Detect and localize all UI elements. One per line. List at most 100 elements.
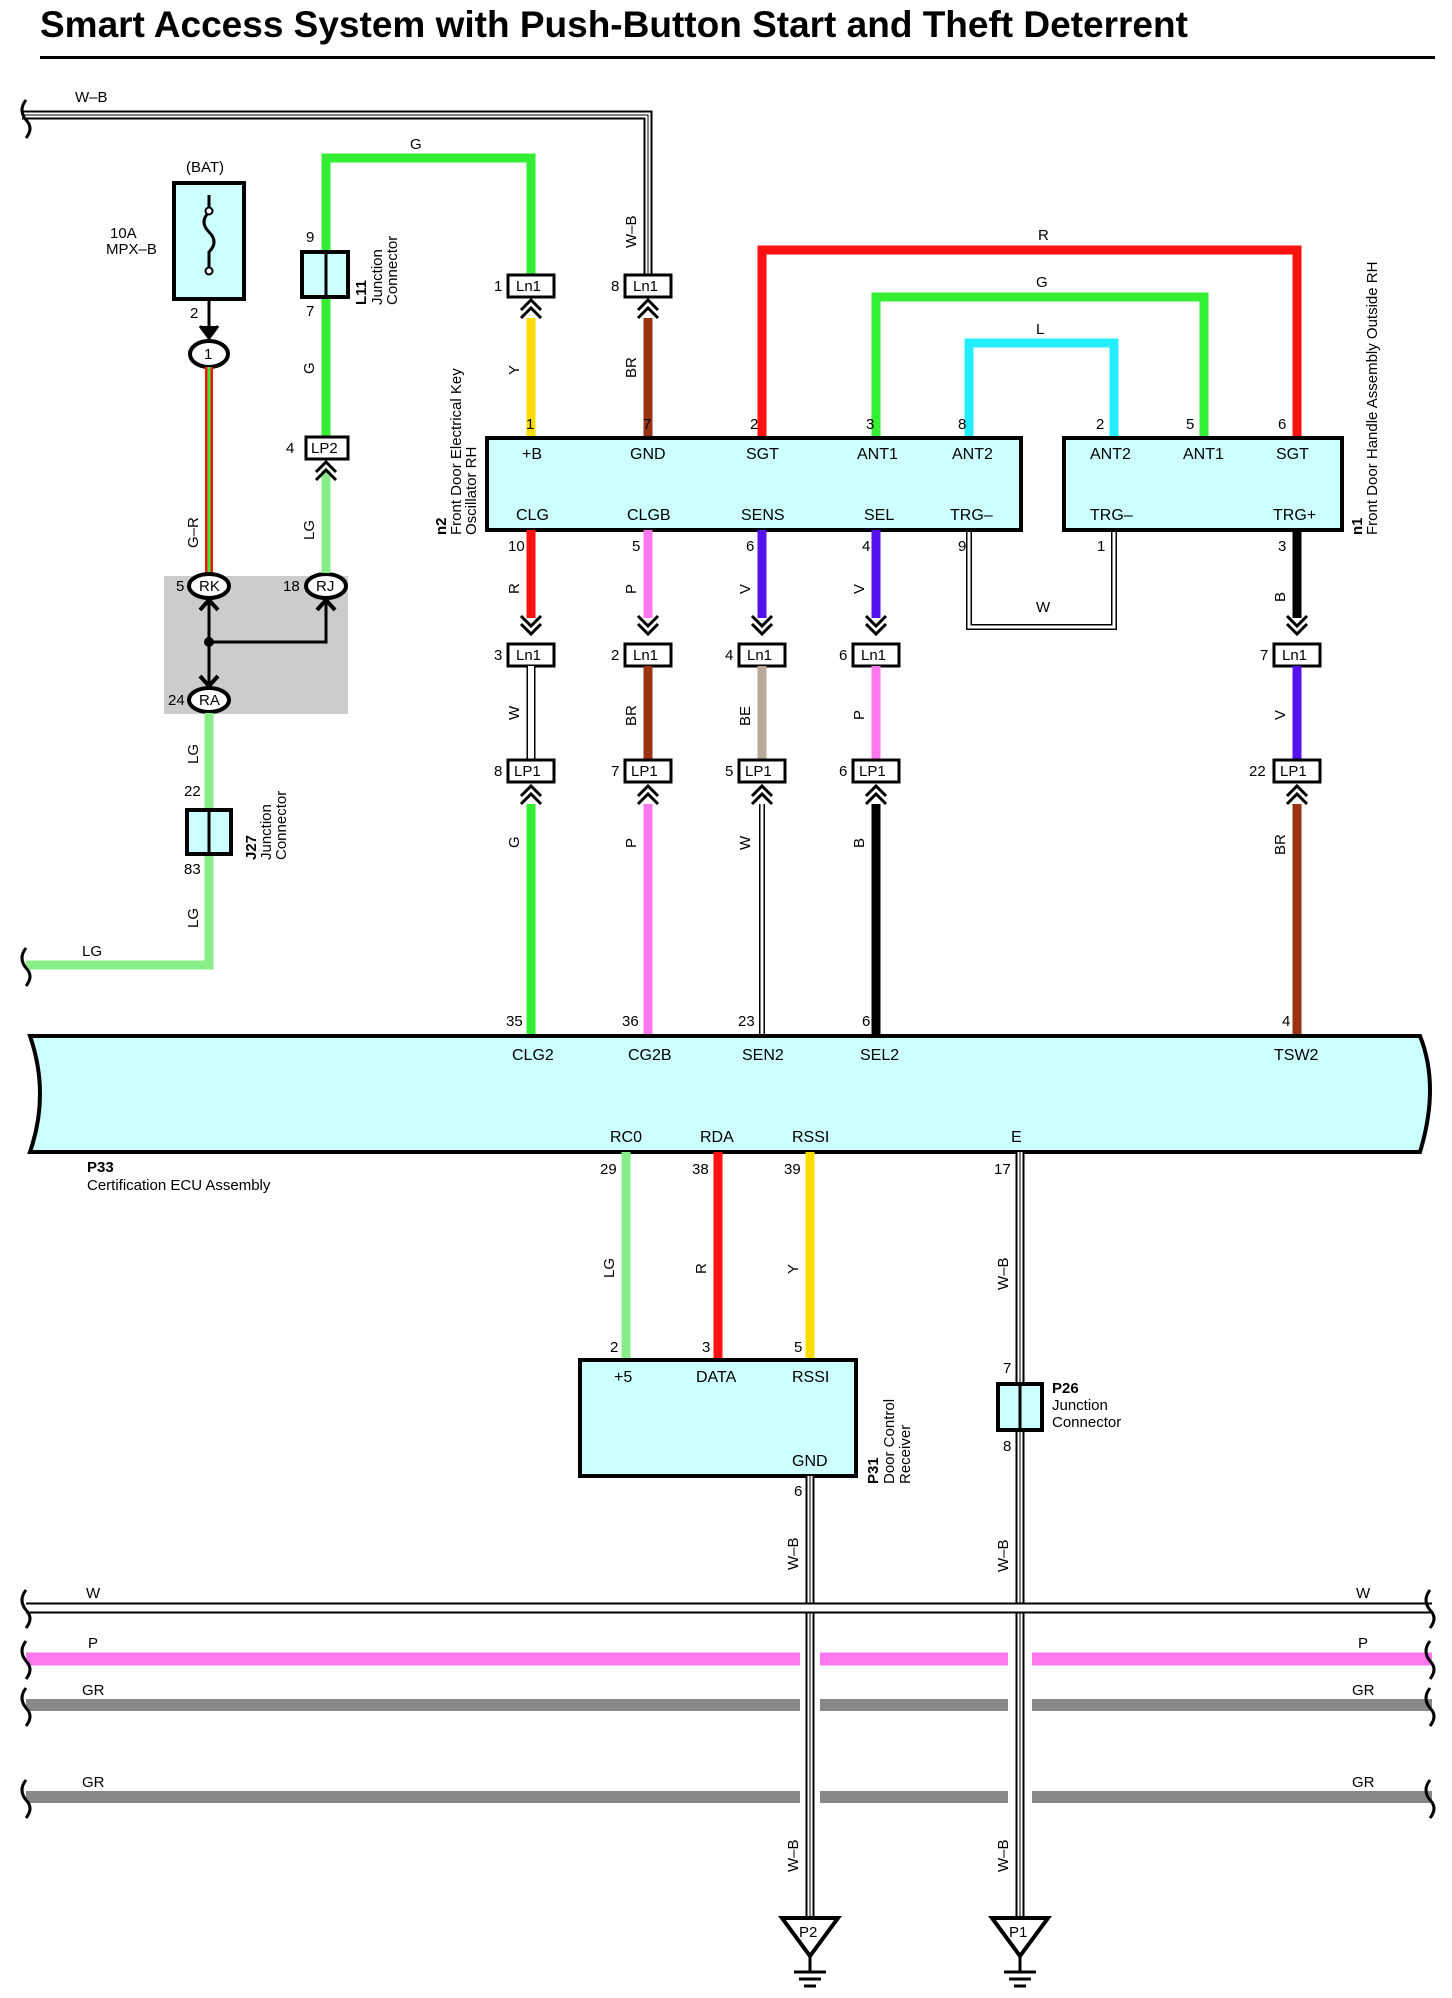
wire-label-y: Y	[506, 365, 523, 375]
svg-text:36: 36	[622, 1013, 639, 1030]
svg-text:B: B	[1272, 592, 1289, 602]
wire-label-l-mid: L	[1036, 321, 1044, 338]
arrow-icon	[864, 614, 888, 637]
arrow-icon	[864, 783, 888, 806]
top-wb-wire: W–B	[20, 89, 653, 285]
svg-text:8: 8	[1003, 1438, 1011, 1455]
mid-wires: W BR BE P V	[506, 666, 1302, 760]
svg-text:38: 38	[692, 1161, 709, 1178]
svg-text:GR: GR	[82, 1774, 105, 1791]
svg-text:LG: LG	[601, 1258, 618, 1278]
ln1-top-1: Ln1 1 Y	[494, 273, 556, 438]
svg-text:ANT1: ANT1	[1183, 446, 1224, 463]
break-mark-icon	[20, 1687, 32, 1727]
g-wire-top: G G LG	[301, 136, 536, 573]
svg-text:P: P	[1358, 1635, 1368, 1652]
break-mark-icon	[20, 947, 32, 987]
splice-rk-pin: 5	[176, 578, 184, 595]
svg-text:6: 6	[794, 1483, 802, 1500]
svg-text:W–B: W–B	[995, 1257, 1012, 1290]
svg-text:LP1: LP1	[631, 763, 658, 780]
svg-text:ANT1: ANT1	[857, 446, 898, 463]
svg-text:3: 3	[494, 647, 502, 664]
trg-w-loop: W 9 1	[958, 530, 1117, 630]
svg-text:3: 3	[1278, 538, 1286, 555]
p31-desc2: Receiver	[897, 1425, 914, 1484]
arrow-icon	[198, 597, 220, 612]
break-mark-icon	[20, 1779, 32, 1819]
wb-e-wire: W–B W–B W–B	[995, 1152, 1025, 1925]
n2-oscillator: 1 7 2 3 8 +B GND SGT ANT1 ANT2 CLG CLGB …	[433, 368, 1023, 555]
splice-area: RK 5 RJ 18 RA 24	[164, 572, 348, 714]
svg-text:TRG–: TRG–	[950, 507, 993, 524]
svg-text:8: 8	[494, 763, 502, 780]
arrow-icon	[519, 614, 543, 637]
svg-text:LP1: LP1	[1280, 763, 1307, 780]
svg-text:R: R	[506, 583, 523, 594]
svg-text:RSSI: RSSI	[792, 1129, 829, 1146]
p26-desc2: Connector	[1052, 1414, 1121, 1431]
svg-text:P: P	[623, 838, 640, 848]
wire-label-g-l11: G	[301, 362, 318, 374]
svg-text:W–B: W–B	[995, 1539, 1012, 1572]
break-mark-icon	[1424, 1779, 1436, 1819]
svg-text:V: V	[1272, 710, 1289, 720]
svg-text:P1: P1	[1009, 1924, 1027, 1941]
svg-text:6: 6	[1278, 416, 1286, 433]
svg-text:SGT: SGT	[746, 446, 779, 463]
splice-rj-pin: 18	[283, 578, 300, 595]
svg-text:BE: BE	[737, 706, 754, 726]
arrow-icon	[1285, 783, 1309, 806]
fuse-name: MPX–B	[106, 241, 157, 258]
svg-text:Ln1: Ln1	[633, 278, 658, 295]
break-mark-icon	[1424, 1640, 1436, 1680]
wire-label-lg-lp2: LG	[301, 520, 318, 540]
svg-text:P: P	[88, 1635, 98, 1652]
svg-text:ANT2: ANT2	[952, 446, 993, 463]
l11-desc2: Connector	[384, 236, 401, 305]
svg-text:GR: GR	[1352, 1682, 1375, 1699]
title-rule	[40, 56, 1435, 59]
n2-desc1: Front Door Electrical Key	[448, 368, 465, 535]
svg-text:SEL: SEL	[864, 507, 894, 524]
svg-text:39: 39	[784, 1161, 801, 1178]
p33-id: P33	[87, 1159, 114, 1176]
p33-ecu: 35 36 23 6 4 CLG2 CG2B SEN2 SEL2 TSW2 RC…	[27, 1013, 1432, 1194]
n1-door-handle: 2 5 6 ANT2 ANT1 SGT TRG– TRG+ 3 n1 Front…	[1062, 262, 1381, 555]
lp2-connector: LP2 4	[286, 435, 350, 482]
lg-wire-left: LG LG LG	[20, 713, 214, 987]
svg-text:22: 22	[1249, 763, 1266, 780]
p33-lower-wires: 29 38 39 17 LG R Y	[600, 1152, 1011, 1360]
lp2-name: LP2	[311, 440, 338, 457]
l11-pin-top: 9	[306, 229, 314, 246]
n1-id: n1	[1349, 517, 1366, 535]
svg-text:6: 6	[746, 538, 754, 555]
j27-id: J27	[243, 835, 260, 860]
ground-p2: P2	[778, 1916, 842, 1988]
svg-text:B: B	[851, 838, 868, 848]
svg-text:17: 17	[994, 1161, 1011, 1178]
ln1-top-8: Ln1 8 BR W–B	[611, 215, 673, 438]
j27-desc2: Connector	[273, 791, 290, 860]
svg-text:10: 10	[508, 538, 525, 555]
j27-desc1: Junction	[258, 804, 275, 860]
svg-text:P: P	[851, 710, 868, 720]
break-mark-icon	[1424, 1687, 1436, 1727]
bus-lines: W W P P GR GR GR GR	[20, 1585, 1436, 1819]
svg-text:7: 7	[1260, 647, 1268, 664]
svg-text:BR: BR	[1272, 834, 1289, 855]
n2-id: n2	[433, 517, 450, 535]
splice-ra-pin: 24	[168, 692, 185, 709]
svg-text:W: W	[506, 705, 523, 720]
wire-label-lg-bottom: LG	[82, 943, 102, 960]
break-mark-icon	[20, 99, 32, 139]
svg-text:4: 4	[862, 538, 870, 555]
svg-text:1: 1	[1097, 538, 1105, 555]
svg-text:W: W	[1356, 1585, 1371, 1602]
svg-text:V: V	[737, 584, 754, 594]
svg-text:LP1: LP1	[859, 763, 886, 780]
svg-text:35: 35	[506, 1013, 523, 1030]
svg-text:9: 9	[958, 538, 966, 555]
wire-label-lg-j27: LG	[185, 908, 202, 928]
